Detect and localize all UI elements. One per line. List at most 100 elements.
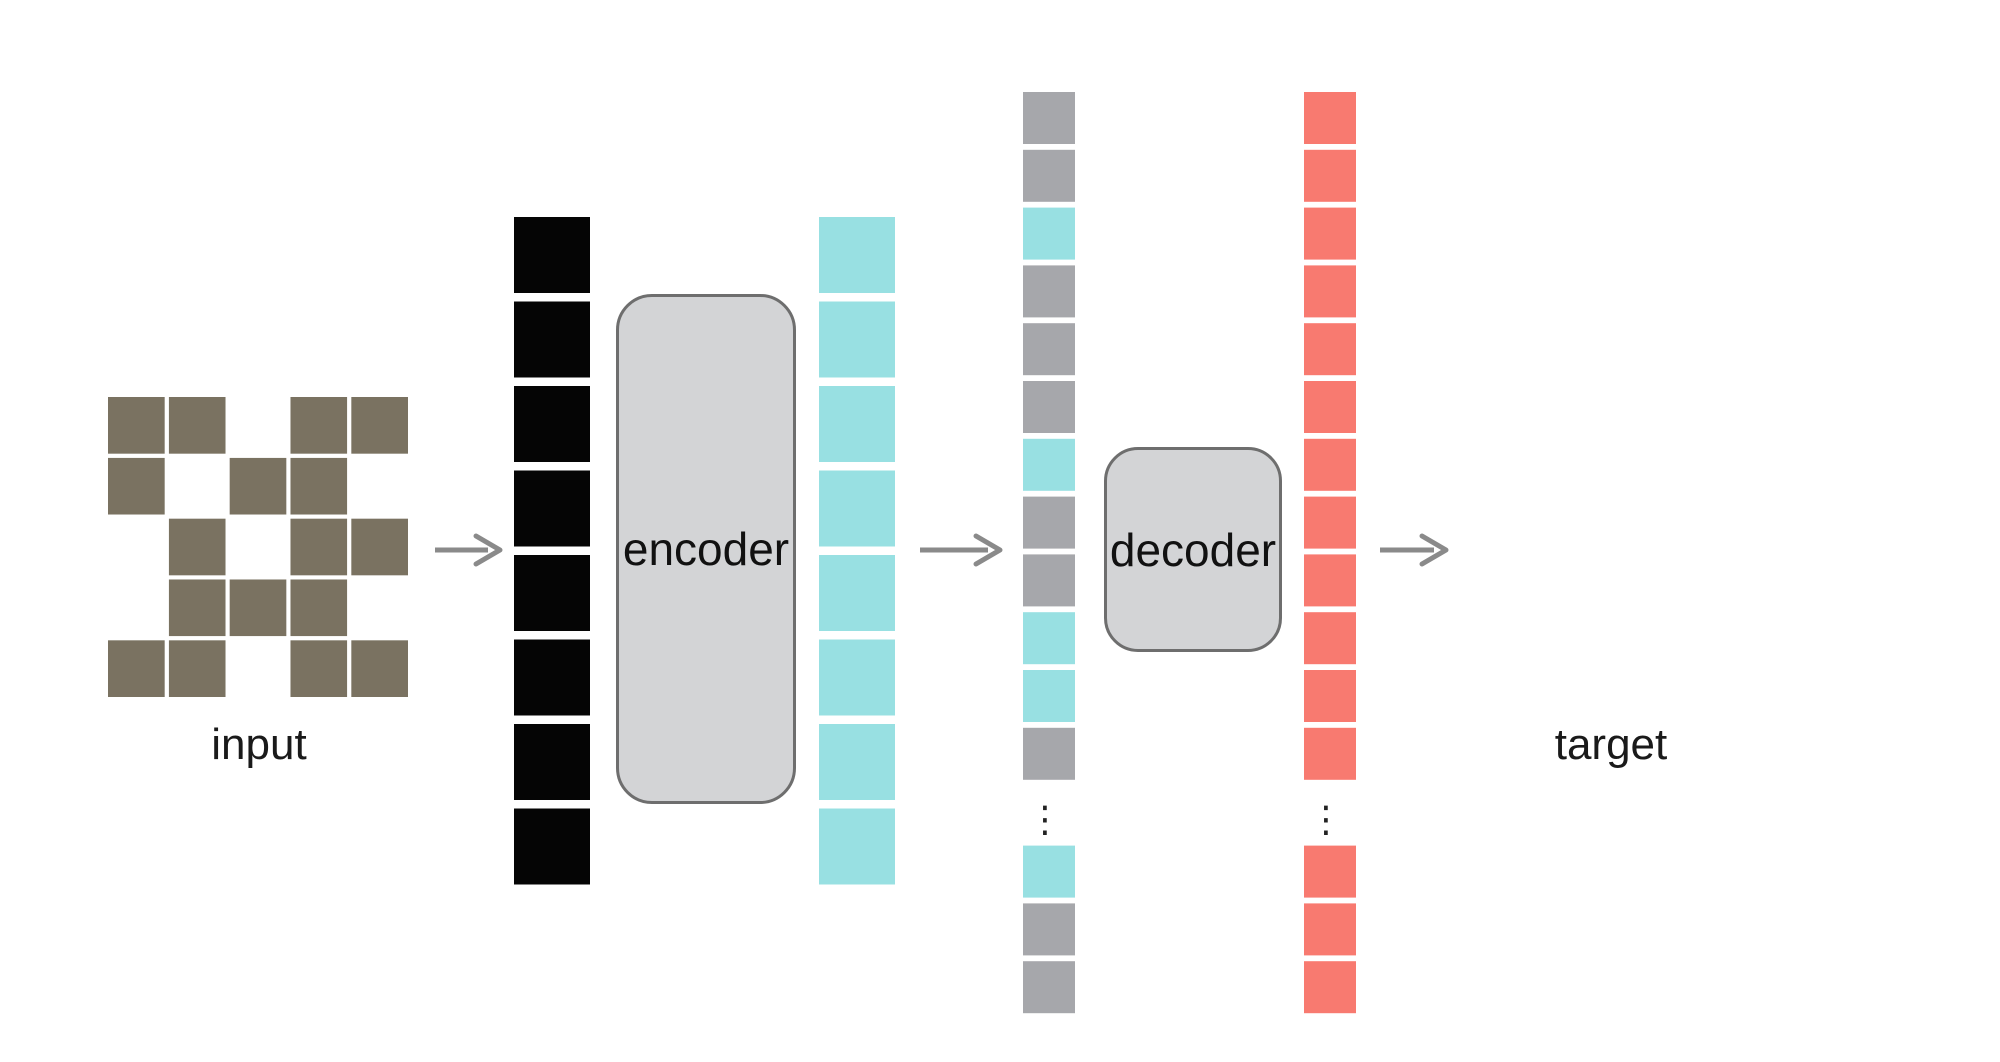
decoder-output-token-red — [1304, 903, 1356, 956]
decoder-input-token-gray — [1023, 149, 1075, 202]
target-grid-visible-patch — [1460, 458, 1517, 515]
decoder-input-token-gray — [1023, 381, 1075, 433]
target-grid-visible-patch — [1642, 640, 1699, 697]
target-grid-visible-patch — [1582, 519, 1639, 576]
input-grid-visible-patch — [351, 458, 408, 515]
decoder-input-token-cyan — [1023, 670, 1075, 722]
decoder-input-ellipsis: ⋮ — [1027, 800, 1063, 841]
decoder-output-token-red — [1304, 381, 1356, 433]
decoder-input-token-gray — [1023, 92, 1075, 144]
visible-patch-bg — [514, 217, 590, 293]
target-grid-visible-patch — [1460, 519, 1517, 576]
input-grid-masked-patch — [351, 397, 408, 454]
decoder-output-token-red — [1304, 496, 1356, 549]
decoder-input-token-gray — [1023, 903, 1075, 956]
target-grid-visible-patch — [1460, 397, 1517, 454]
target-grid-visible-patch — [1703, 640, 1760, 697]
target-grid-visible-patch — [1521, 397, 1578, 454]
target-grid-visible-patch — [1642, 458, 1699, 515]
decoder-output-token-red — [1304, 438, 1356, 491]
visible-patch-bg — [514, 386, 590, 462]
target-grid-visible-patch — [1582, 579, 1639, 636]
input-grid-masked-patch — [168, 579, 226, 637]
encoded-token — [819, 386, 895, 462]
input-grid-visible-patch — [108, 519, 165, 576]
visible-patch-bg — [514, 301, 590, 378]
input-grid-masked-patch — [168, 518, 226, 576]
target-grid-visible-patch — [1703, 458, 1760, 515]
input-grid-masked-patch — [108, 640, 165, 697]
input-grid-masked-patch — [290, 457, 348, 515]
decoder-input-token-gray — [1023, 961, 1075, 1014]
target-grid-visible-patch — [1521, 579, 1578, 636]
input-grid-masked-patch — [290, 579, 348, 637]
input-grid-masked-patch — [290, 397, 348, 454]
decoder-output-token-red — [1304, 612, 1356, 665]
input-grid-grid-line — [164, 397, 169, 697]
input-grid-masked-patch — [290, 518, 348, 576]
decoder-input-token-cyan — [1023, 845, 1075, 898]
decoder-output-token-red — [1304, 554, 1356, 607]
input-grid-grid-line — [225, 397, 230, 697]
encoded-token — [819, 808, 895, 885]
input-grid-visible-patch — [230, 640, 287, 697]
input-grid-visible-patch — [169, 458, 226, 515]
decoder-output-token-red — [1304, 727, 1356, 780]
visible-patch-bg — [514, 639, 590, 716]
encoder-block: encoder — [616, 294, 796, 804]
target-grid-grid-line — [1460, 514, 1760, 519]
input-grid-masked-patch — [351, 640, 408, 697]
target-grid-grid-line — [1699, 397, 1704, 697]
arrow-decoder-to-target-head — [1419, 533, 1449, 567]
decoder-input-token-gray — [1023, 496, 1075, 549]
input-grid-masked-patch — [108, 397, 165, 454]
decoder-output-token-red — [1304, 149, 1356, 202]
arrow-encoder-to-decoder-input-head — [973, 533, 1003, 567]
input-grid-grid-line — [108, 636, 408, 641]
encoded-token — [819, 724, 895, 800]
target-grid-grid-line — [1460, 453, 1760, 458]
decoder-output-token-red — [1304, 670, 1356, 722]
target-grid-visible-patch — [1703, 397, 1760, 454]
target-grid-visible-patch — [1642, 397, 1699, 454]
decoder-input-token-gray — [1023, 323, 1075, 376]
visible-patch-bg — [514, 470, 590, 547]
encoded-token — [819, 217, 895, 293]
decoder-output-ellipsis: ⋮ — [1308, 800, 1344, 841]
decoder-input-token-gray — [1023, 265, 1075, 318]
visible-patch-bg — [514, 555, 590, 631]
decoder-block: decoder — [1104, 447, 1282, 652]
decoder-input-token-gray — [1023, 554, 1075, 607]
target-grid-grid-line — [1460, 575, 1760, 580]
target-grid-visible-patch — [1460, 640, 1517, 697]
encoded-token — [819, 555, 895, 631]
decoder-input-token-cyan — [1023, 207, 1075, 260]
target-grid-visible-patch — [1582, 640, 1639, 697]
input-grid-visible-patch — [230, 519, 287, 576]
decoder-output-token-red — [1304, 92, 1356, 144]
decoder-output-token-red — [1304, 845, 1356, 898]
decoder-input-token-cyan — [1023, 612, 1075, 665]
target-grid-grid-line — [1638, 397, 1643, 697]
input-grid-visible-patch — [230, 397, 287, 454]
encoded-token — [819, 470, 895, 547]
target-grid-grid-line — [1516, 397, 1521, 697]
encoder-label: encoder — [622, 523, 790, 575]
visible-patch-bg — [514, 724, 590, 800]
decoder-input-token-cyan — [1023, 438, 1075, 491]
input-grid-masked-patch — [168, 397, 226, 454]
arrow-input-to-patches-head — [473, 533, 503, 567]
decoder-output-token-red — [1304, 323, 1356, 376]
target-grid-grid-line — [1577, 397, 1582, 697]
input-grid-grid-line — [108, 453, 408, 458]
decoder-output-token-red — [1304, 961, 1356, 1014]
target-grid-visible-patch — [1521, 640, 1578, 697]
input-grid-grid-line — [108, 575, 408, 580]
input-grid-masked-patch — [229, 579, 287, 637]
input-grid-visible-patch — [351, 579, 408, 636]
input-grid-grid-line — [286, 397, 291, 697]
target-grid-visible-patch — [1582, 458, 1639, 515]
input-grid-grid-line — [347, 397, 352, 697]
input-grid-visible-patch — [108, 579, 165, 636]
